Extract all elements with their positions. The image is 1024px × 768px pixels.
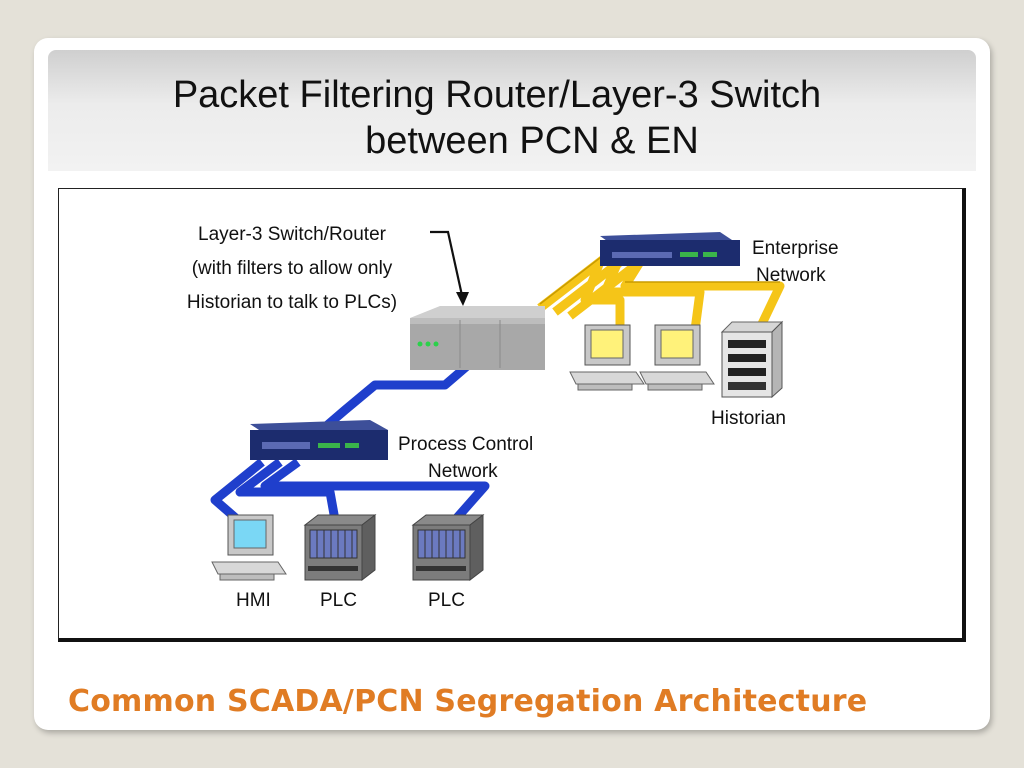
title-line-2: between PCN & EN	[365, 120, 699, 162]
callout-line-3: Historian to talk to PLCs)	[187, 292, 397, 313]
enterprise-switch	[600, 232, 740, 266]
historian-server	[720, 320, 784, 399]
enterprise-label-line-2: Network	[756, 265, 826, 286]
enterprise-label-line-1: Enterprise	[752, 238, 839, 259]
historian-label: Historian	[711, 408, 786, 429]
title-band	[48, 50, 976, 171]
callout-line-1: Layer-3 Switch/Router	[198, 224, 387, 245]
hmi-label: HMI	[236, 590, 271, 611]
plc-1-label: PLC	[320, 590, 357, 611]
plc-1	[303, 513, 377, 582]
enterprise-cables	[537, 254, 785, 331]
workstation-1	[569, 324, 645, 391]
process-label-line-1: Process Control	[398, 434, 533, 455]
diagram-frame	[58, 188, 966, 642]
hmi-workstation	[211, 514, 287, 581]
process-label-line-2: Network	[428, 461, 498, 482]
callout-arrow	[430, 230, 469, 306]
title-line-1: Packet Filtering Router/Layer-3 Switch	[172, 74, 822, 116]
process-cables	[210, 338, 498, 524]
plc-2-label: PLC	[428, 590, 465, 611]
process-switch	[250, 420, 388, 460]
plc-2	[411, 513, 485, 582]
slide-title: Packet Filtering Router/Layer-3 Switch b…	[48, 72, 976, 164]
workstation-2	[639, 324, 715, 391]
callout-line-2: (with filters to allow only	[192, 258, 393, 279]
layer3-router	[410, 306, 545, 370]
slide-footer: Common SCADA/PCN Segregation Architectur…	[68, 684, 868, 719]
